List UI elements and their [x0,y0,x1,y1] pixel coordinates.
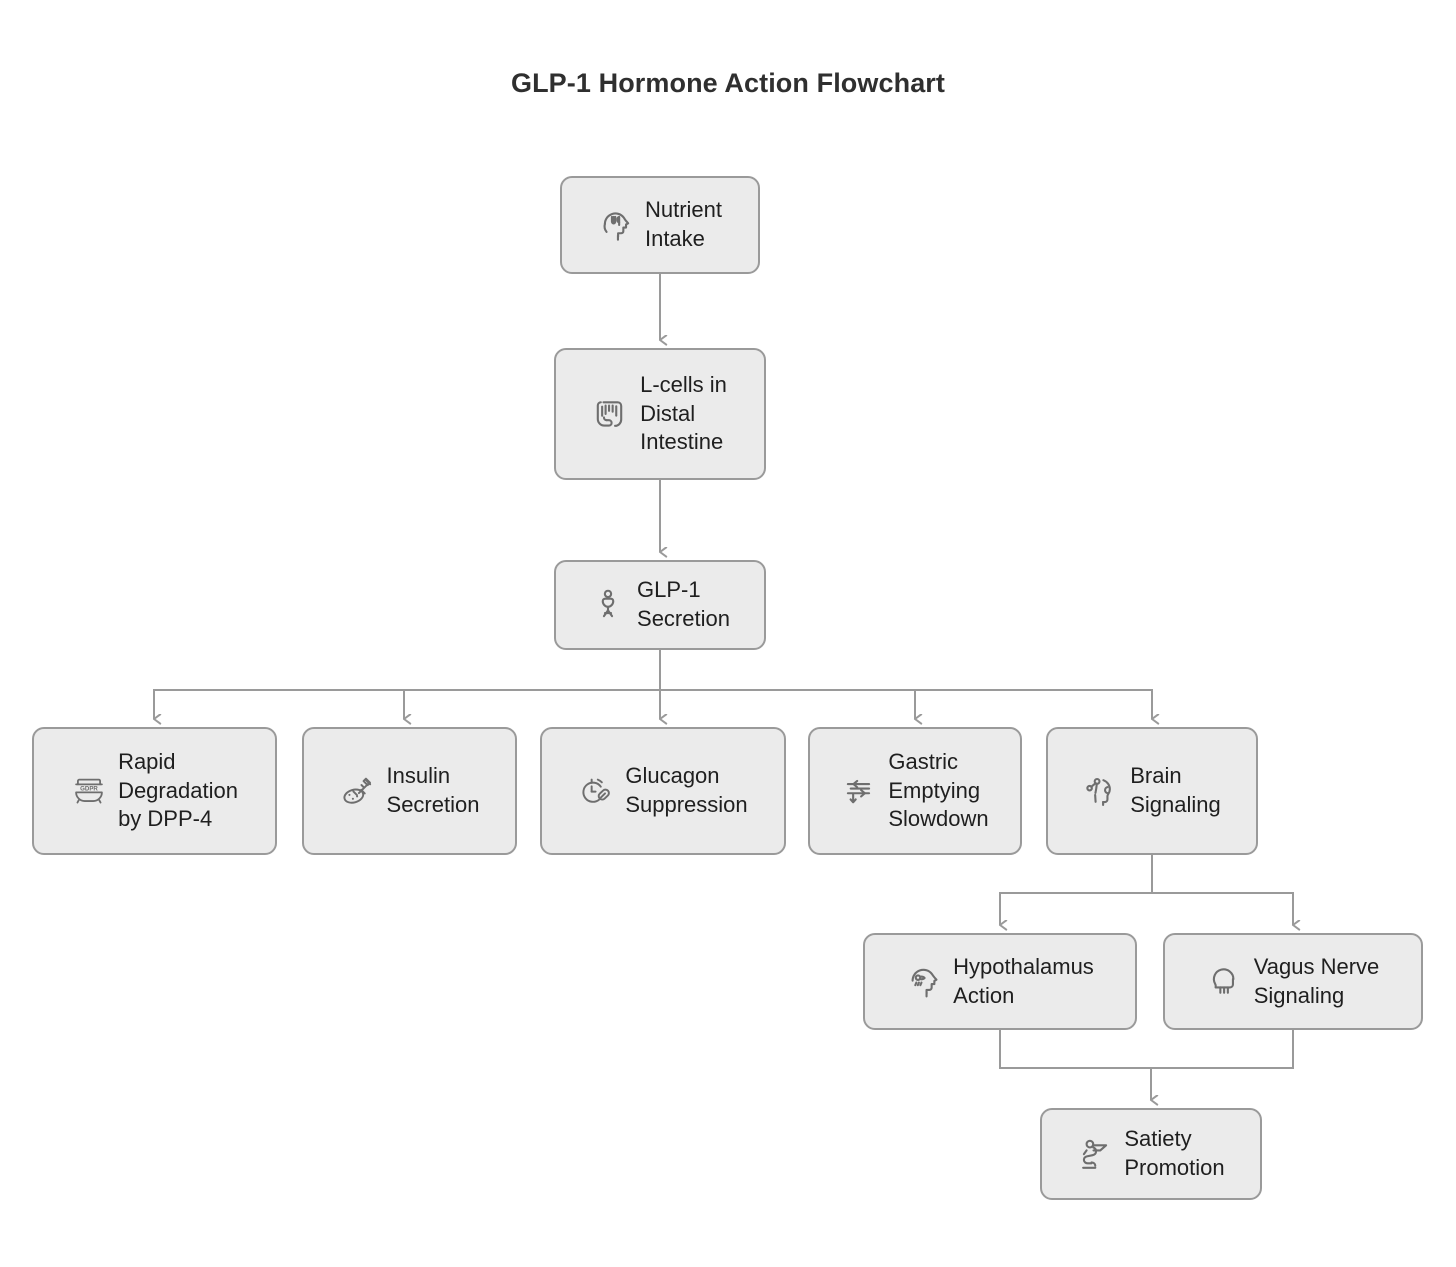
edge-hypothalamus-to-satiety [999,1030,1151,1100]
edge-vagus-to-satiety [1150,1030,1294,1100]
node-label: Nutrient Intake [644,197,723,251]
svg-text:GDPR: GDPR [80,785,98,792]
node-label: Satiety Promotion [1124,1126,1225,1180]
node-nutrient-intake[interactable]: Nutrient Intake [560,176,760,274]
flow-down-icon [841,773,877,809]
node-label: Vagus Nerve Signaling [1253,953,1380,1008]
node-l-cells-distal-intestine[interactable]: L-cells in Distal Intestine [554,348,766,480]
node-gastric-emptying-slowdown[interactable]: Gastric Emptying Slowdown [808,727,1022,855]
edge-glp1-to-rapid-degradation [153,650,661,719]
edge-glp1-to-gastric [659,650,915,719]
vagus-head-icon [1207,964,1243,1000]
edge-brain-to-hypothalamus [999,855,1153,925]
edge-glp1-to-brain [659,650,1152,719]
secretion-figure-icon [590,587,626,623]
node-insulin-secretion[interactable]: Insulin Secretion [302,727,517,855]
hypothalamus-icon [906,964,942,1000]
node-satiety-promotion[interactable]: Satiety Promotion [1040,1108,1262,1200]
node-brain-signaling[interactable]: Brain Signaling [1046,727,1258,855]
node-label: Gastric Emptying Slowdown [888,749,989,832]
syringe-icon [340,773,376,809]
node-label: Rapid Degradation by DPP-4 [118,749,238,832]
node-label: Glucagon Suppression [625,763,748,817]
node-glucagon-suppression[interactable]: Glucagon Suppression [540,727,786,855]
head-eating-icon [598,207,634,243]
clock-pill-icon [578,773,614,809]
node-glp1-secretion[interactable]: GLP-1 Secretion [554,560,766,650]
satiety-person-icon [1077,1136,1113,1172]
edge-brain-to-vagus [1151,855,1293,925]
intestine-icon [593,396,629,432]
node-label: Insulin Secretion [386,763,480,817]
edge-glp1-to-insulin [403,650,661,719]
node-label: Hypothalamus Action [953,953,1094,1008]
node-label: GLP-1 Secretion [637,577,730,631]
node-hypothalamus-action[interactable]: Hypothalamus Action [863,933,1137,1030]
node-label: L-cells in Distal Intestine [640,372,727,455]
node-label: Brain Signaling [1130,763,1221,817]
page-title: GLP-1 Hormone Action Flowchart [510,68,946,98]
gdpr-shield-icon: GDPR [71,773,107,809]
node-rapid-degradation-dpp4[interactable]: GDPR Rapid Degradation by DPP-4 [32,727,277,855]
node-vagus-nerve-signaling[interactable]: Vagus Nerve Signaling [1163,933,1423,1030]
neuron-head-icon [1083,773,1119,809]
